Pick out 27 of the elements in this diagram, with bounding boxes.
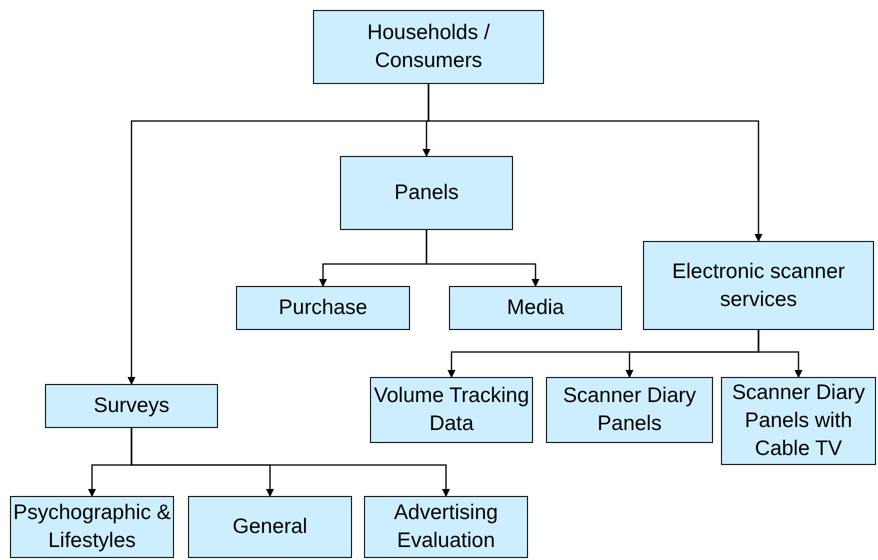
category-box xyxy=(313,10,544,84)
category-box xyxy=(721,377,876,465)
box-label: Surveys xyxy=(94,393,170,419)
box-label: Electronic scanner services xyxy=(671,258,846,312)
box-label: Panels xyxy=(394,180,459,206)
arrow xyxy=(426,230,540,287)
category-box xyxy=(236,286,410,330)
category-box xyxy=(364,496,528,558)
category-box xyxy=(45,384,218,428)
box-label: Scanner Diary Panels with Cable TV xyxy=(730,380,866,462)
arrow xyxy=(130,428,450,497)
box-label: Advertising Evaluation xyxy=(393,500,499,554)
category-box xyxy=(188,496,352,558)
box-label: Volume Tracking Data xyxy=(373,383,530,437)
category-box xyxy=(643,241,874,330)
category-box xyxy=(449,286,622,330)
category-box xyxy=(546,377,713,443)
arrow xyxy=(428,84,762,242)
box-label: General xyxy=(232,514,308,540)
arrow xyxy=(758,330,802,378)
category-box xyxy=(370,377,533,443)
box-label: Media xyxy=(506,295,564,321)
box-label: Psychographic & Lifestyles xyxy=(13,500,171,554)
box-label: Purchase xyxy=(278,295,368,321)
box-label: Scanner Diary Panels xyxy=(562,383,698,437)
category-box xyxy=(340,156,513,230)
box-label: Households / Consumers xyxy=(366,20,491,74)
